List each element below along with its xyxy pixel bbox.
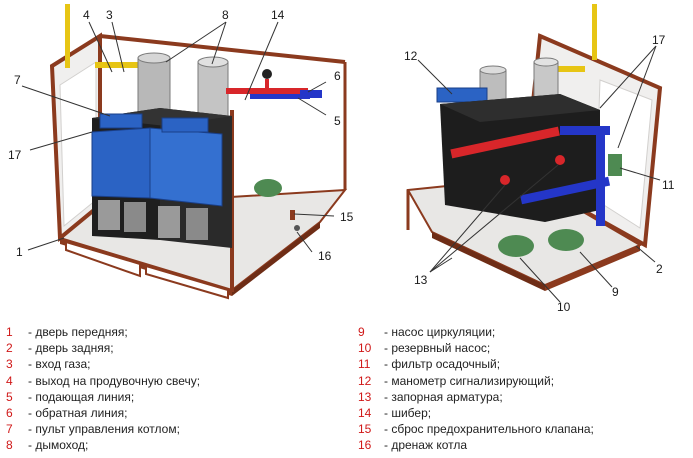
callout-15: 15 — [340, 210, 354, 224]
callout-4: 4 — [83, 8, 90, 22]
legend-number: 3 — [6, 357, 13, 372]
legend-left: 1 - дверь передняя; 2 - дверь задняя; 3 - в… — [6, 324, 200, 454]
legend-item: 16 - дренаж котла — [358, 437, 594, 453]
legend-text: - запорная арматура; — [384, 389, 503, 404]
legend-number: 12 — [358, 373, 372, 388]
legend-text: - фильтр осадочный; — [384, 357, 501, 372]
legend-item: 3 - вход газа; — [6, 356, 200, 372]
legend-text: - дымоход; — [28, 438, 89, 453]
legend-text: - манометр сигнализирующий; — [384, 373, 555, 388]
legend-item: 9 - насос циркуляции; — [358, 324, 594, 340]
legend-text: - насос циркуляции; — [384, 325, 496, 339]
legend-text: - обратная линия; — [28, 405, 128, 420]
legend-item: 14 - шибер; — [358, 405, 594, 421]
legend-right: 9 - насос циркуляции; 10 - резервный насос… — [358, 324, 594, 454]
callout-17-right: 17 — [652, 33, 666, 47]
left-view: 4 3 8 14 7 6 5 17 15 1 16 — [8, 4, 354, 300]
legend-number: 16 — [358, 438, 372, 453]
legend-text: - шибер; — [384, 405, 432, 420]
callout-16: 16 — [318, 249, 332, 263]
callout-14: 14 — [271, 8, 285, 22]
legend-item: 10 - резервный насос; — [358, 340, 594, 356]
legend-item: 8 - дымоход; — [6, 437, 200, 453]
legend-number: 2 — [6, 341, 13, 356]
legend-number: 6 — [6, 405, 13, 420]
legend-number: 9 — [358, 325, 365, 339]
legend-number: 5 — [6, 389, 13, 404]
legend-text: - дверь задняя; — [28, 341, 114, 356]
legend-number: 1 — [6, 325, 13, 339]
legend-item: 13 - запорная арматура; — [358, 389, 594, 405]
legend-item: 7 - пульт управления котлом; — [6, 421, 200, 437]
callout-6: 6 — [334, 69, 341, 83]
legend-item: 11 - фильтр осадочный; — [358, 356, 594, 372]
legend-text: - пульт управления котлом; — [28, 422, 180, 437]
callout-17: 17 — [8, 148, 22, 162]
callout-8: 8 — [222, 8, 229, 22]
legend-number: 11 — [358, 357, 371, 372]
legend-number: 15 — [358, 422, 372, 437]
legend-number: 8 — [6, 438, 13, 453]
boiler-room-illustration: 4 3 8 14 7 6 5 17 15 1 16 — [8, 4, 675, 314]
callout-5: 5 — [334, 114, 341, 128]
legend-text: - выход на продувочную свечу; — [28, 373, 201, 388]
legend-item: 4 - выход на продувочную свечу; — [6, 373, 200, 389]
legend-item: 15 - сброс предохранительного клапана; — [358, 421, 594, 437]
legend-item: 2 - дверь задняя; — [6, 340, 200, 356]
right-view: 12 17 11 2 9 10 13 — [404, 4, 675, 314]
callout-13: 13 — [414, 273, 428, 287]
legend-item: 5 - подающая линия; — [6, 389, 200, 405]
callout-12: 12 — [404, 49, 418, 63]
callout-7: 7 — [14, 73, 21, 87]
legend-text: - дверь передняя; — [28, 325, 128, 339]
legend-item: 6 - обратная линия; — [6, 405, 200, 421]
legend-number: 7 — [6, 422, 13, 437]
legend-number: 13 — [358, 389, 372, 404]
legend-text: - подающая линия; — [28, 389, 135, 404]
callout-2: 2 — [656, 262, 663, 276]
legend-text: - дренаж котла — [384, 438, 468, 453]
legend-item: 12 - манометр сигнализирующий; — [358, 373, 594, 389]
callout-1: 1 — [16, 245, 23, 259]
callout-3: 3 — [106, 8, 113, 22]
legend-number: 14 — [358, 405, 372, 420]
legend-number: 10 — [358, 341, 372, 356]
callout-11: 11 — [662, 178, 675, 192]
legend-text: - вход газа; — [28, 357, 91, 372]
legend-number: 4 — [6, 373, 13, 388]
legend-text: - сброс предохранительного клапана; — [384, 422, 594, 437]
legend-item: 1 - дверь передняя; — [6, 324, 200, 340]
callout-10: 10 — [557, 300, 571, 314]
legend-text: - резервный насос; — [384, 341, 491, 356]
callout-9: 9 — [612, 285, 619, 299]
